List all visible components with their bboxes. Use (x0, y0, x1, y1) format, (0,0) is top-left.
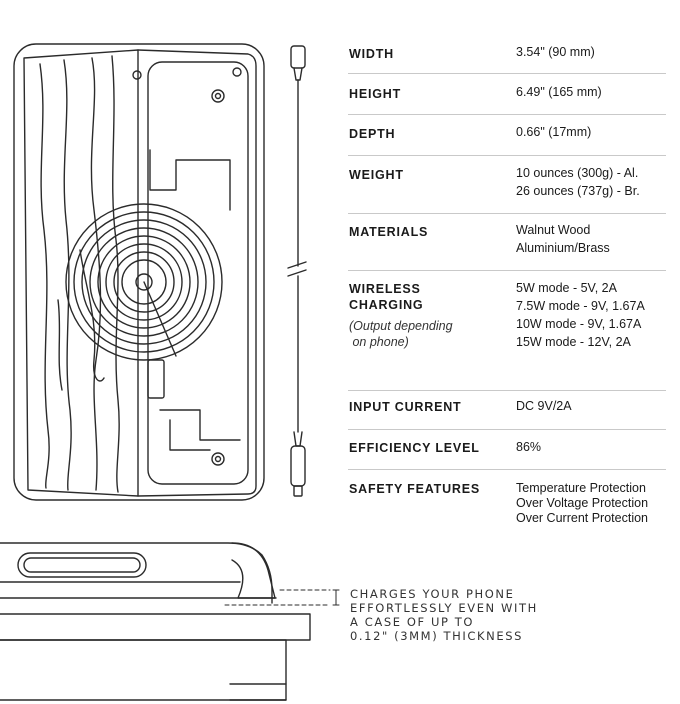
spec-label: EFFICIENCY LEVEL (349, 441, 480, 455)
spec-label: INPUT CURRENT (349, 400, 462, 414)
spec-row-depth: DEPTH 0.66" (17mm) (348, 116, 666, 156)
screw-bottom-icon (211, 452, 225, 466)
spec-value: Walnut Wood Aluminium/Brass (516, 223, 610, 255)
spec-label: WIDTH (349, 47, 394, 61)
spec-row-weight: WEIGHT 10 ounces (300g) - Al. 26 ounces … (348, 157, 666, 214)
spec-value: 5W mode - 5V, 2A 7.5W mode - 9V, 1.67A 1… (516, 281, 645, 349)
charging-coil-icon (65, 203, 223, 399)
row-divider (348, 429, 666, 430)
row-divider (348, 390, 666, 391)
spec-label: DEPTH (349, 127, 396, 141)
spec-label: WIRELESS CHARGING (349, 282, 424, 312)
charger-side-view (0, 542, 311, 701)
spec-row-safety-features: SAFETY FEATURES Temperature Protection O… (348, 471, 666, 531)
spec-row-width: WIDTH 3.54" (90 mm) (348, 36, 666, 74)
row-divider (348, 469, 666, 470)
spec-label: SAFETY FEATURES (349, 482, 480, 496)
row-divider (348, 213, 666, 214)
row-divider (348, 155, 666, 156)
spec-value: DC 9V/2A (516, 399, 572, 413)
spec-value: 6.49" (165 mm) (516, 85, 602, 99)
screw-top-icon (211, 89, 225, 103)
row-divider (348, 270, 666, 271)
spec-row-height: HEIGHT 6.49" (165 mm) (348, 76, 666, 115)
row-divider (348, 114, 666, 115)
spec-label: MATERIALS (349, 225, 429, 239)
spec-row-wireless-charging: WIRELESS CHARGING (Output depending on p… (348, 271, 666, 391)
spec-value: Temperature Protection Over Voltage Prot… (516, 481, 649, 525)
spec-row-materials: MATERIALS Walnut Wood Aluminium/Brass (348, 214, 666, 271)
charger-top-view (13, 43, 265, 501)
spec-label: WEIGHT (349, 168, 404, 182)
thickness-indicator (224, 589, 340, 606)
spec-value: 0.66" (17mm) (516, 125, 592, 139)
case-thickness-note: CHARGES YOUR PHONE EFFORTLESSLY EVEN WIT… (350, 587, 538, 643)
spec-value: 86% (516, 440, 542, 454)
spec-note: (Output depending on phone) (349, 319, 453, 349)
spec-label: HEIGHT (349, 87, 402, 101)
usb-cable-icon (287, 45, 307, 497)
product-drawing (0, 43, 340, 701)
spec-value: 3.54" (90 mm) (516, 45, 595, 59)
spec-row-input-current: INPUT CURRENT DC 9V/2A (348, 391, 666, 430)
spec-row-efficiency: EFFICIENCY LEVEL 86% (348, 431, 666, 470)
row-divider (348, 73, 666, 74)
spec-value: 10 ounces (300g) - Al. 26 ounces (737g) … (516, 166, 640, 198)
